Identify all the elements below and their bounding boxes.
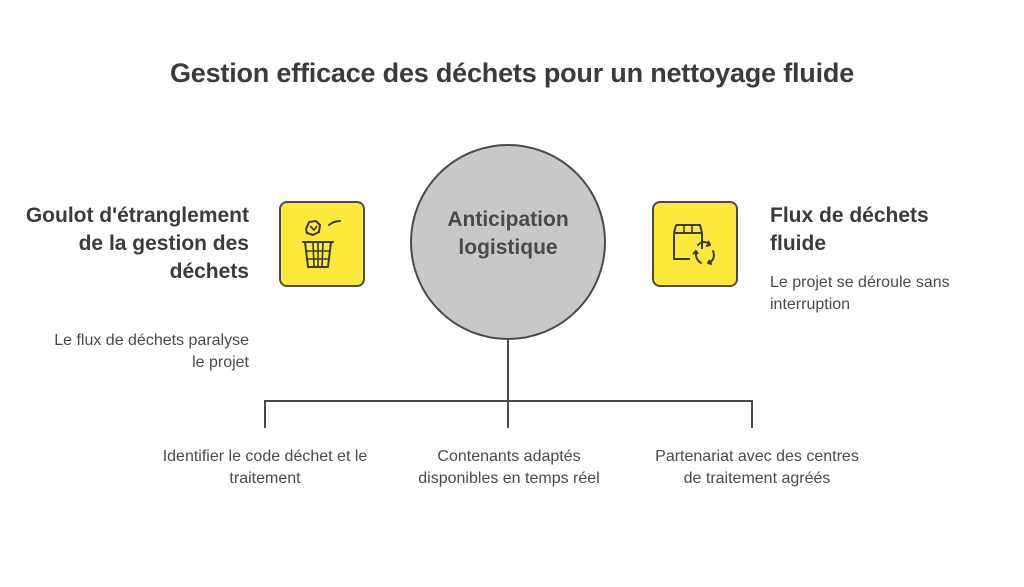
right-heading: Flux de déchets fluide [770,204,929,255]
right-icon-box [652,201,738,287]
branch-label-3: Partenariat avec des centres de traiteme… [655,448,859,487]
branch-label-2: Contenants adaptés disponibles en temps … [418,448,600,487]
center-label: Anticipation logistique [447,208,569,259]
branch-label-1: Identifier le code déchet et le traiteme… [162,448,368,487]
left-heading: Goulot d'étranglement de la gestion des … [25,204,249,283]
trash-basket-icon [302,220,341,268]
right-description: Le projet se déroule sans interruption [770,274,950,313]
page-title: Gestion efficace des déchets pour un net… [169,58,855,88]
left-icon-box [279,201,365,287]
left-description: Le flux de déchets paralyse le projet [54,332,249,371]
box-recycle-icon [673,224,715,265]
center-circle: Anticipation logistique [410,144,606,340]
